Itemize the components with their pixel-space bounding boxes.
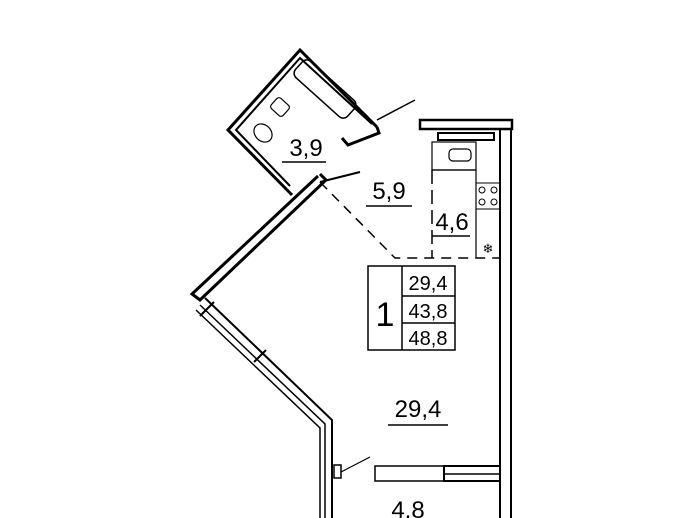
bathroom-wall-stub <box>340 126 381 147</box>
zone-boundary <box>319 181 500 259</box>
balcony-door-jamb <box>333 464 342 479</box>
kitchen-area-label: 4,6 <box>435 209 468 236</box>
hallway-area-label: 5,9 <box>372 178 405 205</box>
kitchen: ❄ 4,6 <box>431 141 501 258</box>
burner <box>478 198 486 206</box>
burner <box>490 198 498 206</box>
apartment-summary: 1 29,4 43,8 48,8 <box>367 265 456 351</box>
bathroom-inner-wall <box>234 56 373 187</box>
window-mark <box>199 301 215 317</box>
kitchen-top-wall <box>418 118 514 131</box>
fridge-icon: ❄ <box>483 241 494 256</box>
summary-living-area: 29,4 <box>409 273 448 295</box>
window-wall-outer <box>204 297 333 518</box>
summary-box <box>367 265 456 351</box>
balcony-door[interactable] <box>340 456 371 473</box>
burner <box>490 186 498 194</box>
hall-door[interactable] <box>319 171 361 183</box>
bathroom-door[interactable] <box>376 99 416 121</box>
hall-left-wall <box>189 172 329 302</box>
balcony-area-label: 4,8 <box>391 497 424 518</box>
balcony-partition <box>333 456 501 482</box>
bathroom-area-label: 3,9 <box>289 135 322 162</box>
balcony-door-panel[interactable] <box>374 465 445 482</box>
sink-icon <box>270 97 290 117</box>
toilet-icon <box>253 123 273 143</box>
rooms-count: 1 <box>376 296 395 334</box>
bathtub-icon <box>293 59 357 119</box>
kitchen-counter-top <box>431 141 477 171</box>
bathroom: 3,9 <box>225 47 416 197</box>
burner <box>478 186 486 194</box>
kitchen-sink-icon <box>448 148 472 162</box>
summary-total-area: 43,8 <box>409 301 448 323</box>
kitchen-window <box>437 132 495 141</box>
summary-total-with-balcony: 48,8 <box>409 328 448 350</box>
stove-icon <box>475 182 501 210</box>
window-mark <box>253 349 267 363</box>
window-wall-inner <box>195 309 321 518</box>
living-room-area-label: 29,4 <box>395 396 442 423</box>
walls <box>189 118 514 518</box>
window-wall-mid <box>199 304 326 518</box>
bathroom-outer-wall <box>225 47 379 197</box>
